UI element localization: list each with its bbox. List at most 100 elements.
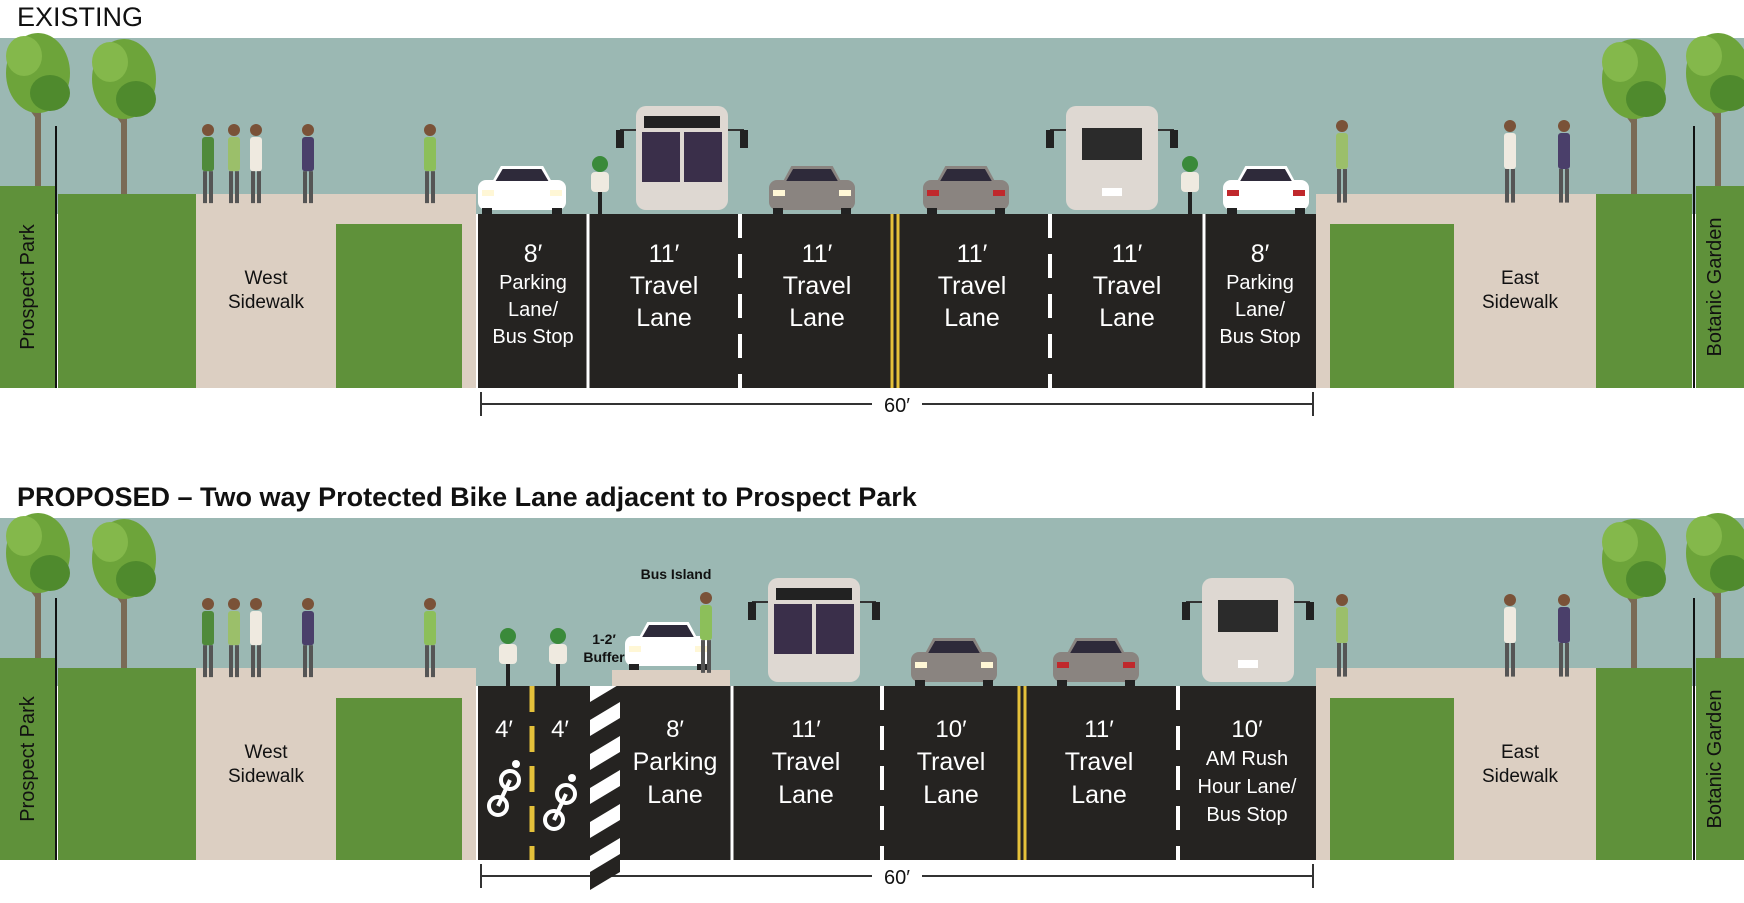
- existing-lane-label-1: 11′: [649, 240, 680, 268]
- existing-lane-label-5: 8′: [1251, 240, 1270, 268]
- existing-pedestrian-body: [1558, 133, 1570, 169]
- tree-canopy-light: [92, 42, 128, 82]
- existing-bus-front-mirror: [616, 130, 624, 148]
- proposed-lane-label-3: Lane: [778, 781, 834, 809]
- proposed-bus-rear-mirror: [1182, 602, 1190, 620]
- proposed-lane-label-2: 8′: [666, 716, 684, 743]
- proposed-pedestrian-leg: [1505, 643, 1509, 677]
- existing-pedestrian-leg: [209, 171, 213, 204]
- existing-pedestrian-leg: [257, 171, 261, 204]
- existing-white-car-body: [478, 180, 566, 210]
- proposed-lane-label-6: Hour Lane/: [1198, 776, 1297, 798]
- proposed-pedestrian-body: [1504, 607, 1516, 643]
- existing-pedestrian-head: [424, 124, 436, 136]
- proposed-bike-symbol-wheel: [487, 795, 509, 817]
- existing-lane-label-0: 8′: [524, 240, 543, 268]
- existing-heading: EXISTING: [17, 2, 144, 32]
- proposed-lane-label-3: 11′: [791, 716, 821, 743]
- existing-gray-car-body: [769, 180, 855, 210]
- proposed-bus-island: [612, 670, 730, 686]
- proposed-pedestrian-leg: [1559, 643, 1563, 677]
- proposed-bus-front-window: [774, 604, 812, 654]
- proposed-white-car-body: [625, 636, 711, 666]
- proposed-island-pedestrian-body: [700, 605, 712, 641]
- existing-west-sidewalk-label: West: [245, 268, 289, 289]
- existing-lane-label-4: 11′: [1112, 240, 1143, 268]
- proposed-prospect-park-panel: [0, 658, 55, 860]
- proposed-bus-front-mirror: [872, 602, 880, 620]
- proposed-botanic-garden-panel: [1696, 658, 1744, 860]
- proposed-east-planter: [1330, 698, 1454, 860]
- proposed-pedestrian-leg: [235, 645, 239, 678]
- proposed-bus-front-mirror: [748, 602, 756, 620]
- existing-white-car-rear-wheel: [1227, 208, 1237, 214]
- proposed-pedestrian-leg: [1337, 643, 1341, 677]
- proposed-pedestrian-body: [302, 611, 314, 646]
- existing-bus-front-window: [684, 132, 722, 182]
- proposed-gray-car-rear-body: [1053, 652, 1139, 682]
- proposed-lane-label-1: 4′: [551, 716, 569, 743]
- proposed-botanic-garden-label: Botanic Garden: [1704, 690, 1726, 829]
- existing-lane-label-0: Lane/: [508, 299, 558, 321]
- proposed-pedestrian-leg: [257, 645, 261, 678]
- existing-lane-label-5: Bus Stop: [1219, 326, 1300, 348]
- existing-east-sidewalk-label: East: [1501, 268, 1540, 289]
- existing-cyclist-torso: [1181, 172, 1199, 192]
- proposed-dimension-label-bg: [872, 864, 922, 888]
- proposed-lane-label-4: Lane: [923, 781, 979, 809]
- proposed-pedestrian-body: [202, 611, 214, 646]
- existing-bus-rear-mirror: [1170, 130, 1178, 148]
- proposed-buffer-label: 1-2′: [592, 631, 616, 647]
- proposed-pedestrian-leg: [1511, 643, 1515, 677]
- proposed-west-sidewalk-label: Sidewalk: [228, 766, 305, 787]
- existing-sky: [0, 38, 1744, 214]
- tree-canopy-light: [6, 36, 42, 76]
- proposed-dimension-label: 60′: [884, 867, 910, 889]
- existing-prospect-park-panel: [0, 186, 55, 388]
- existing-pedestrian-head: [1504, 120, 1516, 132]
- proposed-pedestrian-head: [228, 598, 240, 610]
- proposed-pedestrian-leg: [309, 645, 313, 678]
- proposed-white-car-light: [629, 646, 641, 652]
- proposed-pedestrian-leg: [209, 645, 213, 678]
- tree-canopy-dark: [116, 561, 156, 597]
- existing-pedestrian-head: [302, 124, 314, 136]
- proposed-bike-symbol-wheel: [543, 809, 565, 831]
- proposed-bus-rear-mirror: [1306, 602, 1314, 620]
- proposed-pedestrian-body: [228, 611, 240, 646]
- proposed-gray-car-body: [911, 652, 997, 682]
- existing-gray-car-rear-body: [923, 180, 1009, 210]
- proposed-gray-car-rear-windshield: [1070, 641, 1122, 653]
- existing-lane-label-0: Bus Stop: [492, 326, 573, 348]
- existing-pedestrian-leg: [235, 171, 239, 204]
- tree-canopy-dark: [30, 75, 70, 111]
- proposed-buffer-hatch: [590, 752, 620, 788]
- proposed-buffer-hatch: [590, 718, 620, 754]
- proposed-island-pedestrian-head: [700, 592, 712, 604]
- proposed-lane-label-3: Travel: [772, 748, 841, 776]
- proposed-pedestrian-leg: [303, 645, 307, 678]
- proposed-gray-car-rear-wheel: [1057, 680, 1067, 686]
- existing-pedestrian-leg: [1337, 169, 1341, 203]
- existing-pedestrian-leg: [309, 171, 313, 204]
- proposed-pedestrian-leg: [251, 645, 255, 678]
- proposed-bike-symbol-frame: [496, 779, 512, 807]
- existing-pedestrian-head: [1336, 120, 1348, 132]
- tree-canopy-dark: [116, 81, 156, 117]
- proposed-cyclist-torso: [499, 644, 517, 664]
- existing-pedestrian-head: [1558, 120, 1570, 132]
- tree-trunk: [1631, 564, 1637, 668]
- tree-canopy-light: [1602, 522, 1638, 562]
- existing-white-car-wheel: [482, 208, 492, 214]
- proposed-bus-rear-plate: [1238, 660, 1258, 668]
- existing-bus-rear-rear-window: [1082, 128, 1142, 160]
- proposed-pedestrian-leg: [229, 645, 233, 678]
- proposed-cyclist-helmet: [500, 628, 516, 644]
- tree-trunk: [121, 84, 127, 194]
- existing-pedestrian-head: [202, 124, 214, 136]
- existing-lane-label-1: Travel: [630, 272, 699, 300]
- existing-gray-car-rear-wheel: [927, 208, 937, 214]
- tree-canopy-dark: [1710, 555, 1744, 591]
- proposed-lane-label-6: AM Rush: [1206, 748, 1288, 770]
